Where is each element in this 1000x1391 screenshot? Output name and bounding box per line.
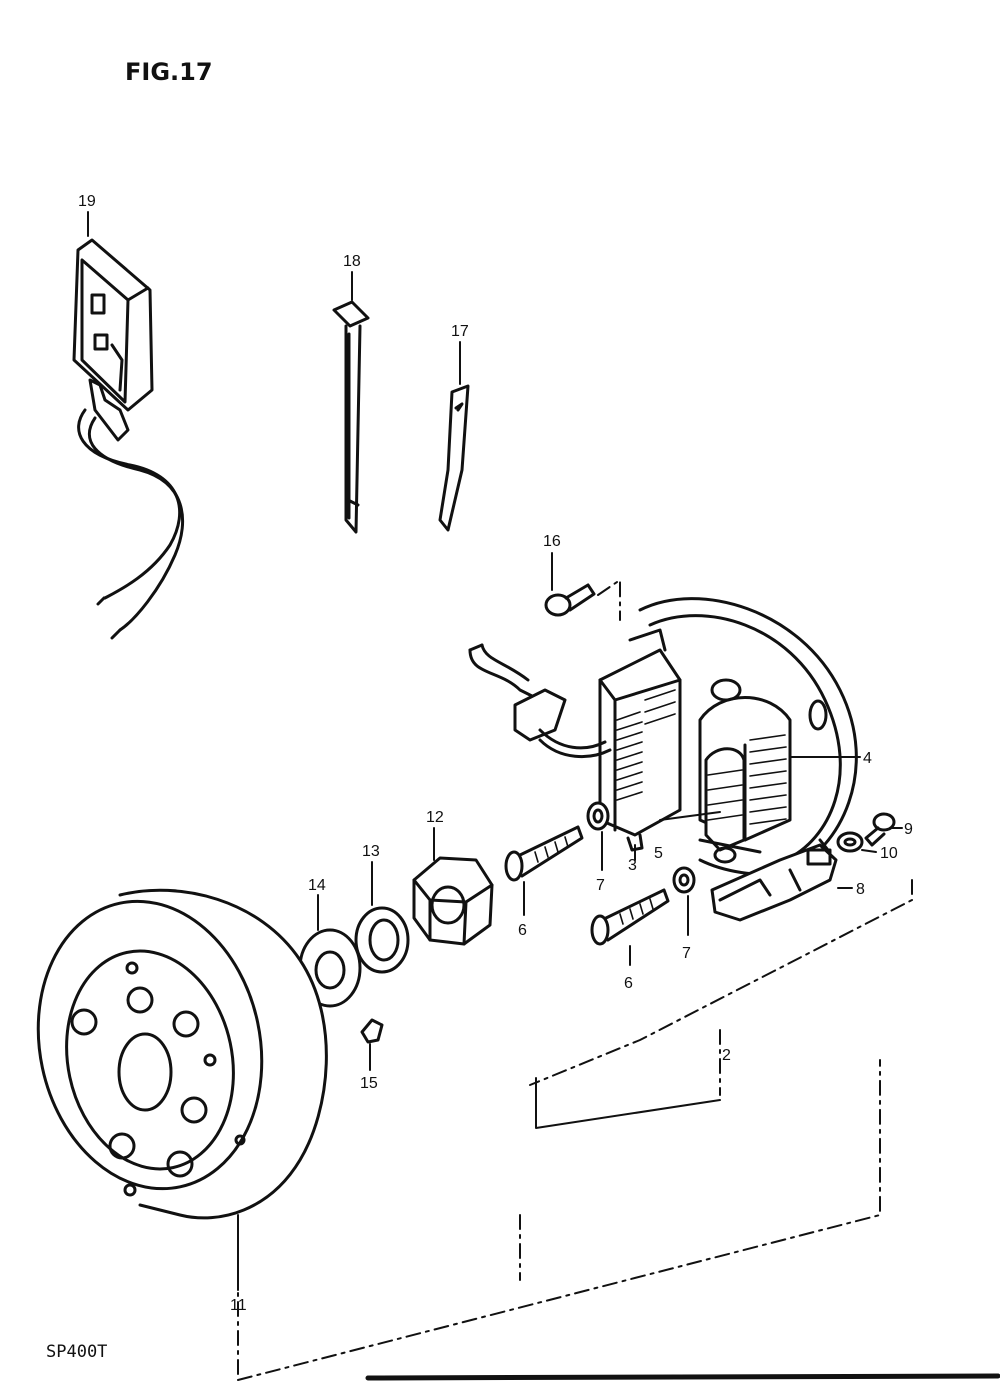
- part-2-bracket-lower: [535, 1077, 721, 1129]
- callout-3: 3: [628, 857, 637, 874]
- part-6-screw-lower: [590, 888, 670, 966]
- callout-10: 10: [880, 845, 898, 862]
- part-11-flywheel-rotor: [36, 888, 328, 1291]
- part-17-clamp: [438, 341, 470, 532]
- callout-13: 13: [362, 843, 380, 860]
- callout-9: 9: [904, 821, 913, 838]
- callout-2: 2: [722, 1047, 731, 1064]
- callout-labels: 2 3 4 5 6 6 7 7 8 9 10 11 12 13 14 15 16…: [78, 193, 913, 1314]
- part-3-charging-coil: [598, 628, 682, 852]
- callout-18: 18: [343, 253, 361, 270]
- part-12-nut: [412, 827, 494, 946]
- bottom-rule: [365, 1373, 1000, 1381]
- callout-7-upper: 7: [596, 877, 605, 894]
- part-7-washer-upper: [586, 801, 610, 871]
- callout-6-upper: 6: [518, 922, 527, 939]
- callout-4: 4: [863, 750, 872, 767]
- callout-6-lower: 6: [624, 975, 633, 992]
- part-19-cdi-unit: [72, 211, 185, 640]
- part-9-screw: [864, 812, 903, 847]
- callout-16: 16: [543, 533, 561, 550]
- part-15-key: [360, 1018, 384, 1071]
- part-5-pulser-coil: [698, 678, 762, 864]
- callout-15: 15: [360, 1075, 378, 1092]
- figure-title: FIG.17: [125, 58, 213, 86]
- part-16-screw: [544, 552, 596, 617]
- part-13-lock-washer: [354, 861, 410, 974]
- figure-code: SP400T: [46, 1342, 108, 1362]
- callout-8: 8: [856, 881, 865, 898]
- callout-17: 17: [451, 323, 469, 340]
- callout-7-lower: 7: [682, 945, 691, 962]
- stator-wire-lead: [468, 643, 612, 759]
- part-10-washer: [836, 831, 877, 853]
- part-18-clamp-band: [332, 271, 370, 534]
- part-7-washer-lower: [672, 866, 696, 936]
- callout-14: 14: [308, 877, 326, 894]
- callout-leader-lines: [634, 756, 861, 861]
- callout-19: 19: [78, 193, 96, 210]
- callout-5: 5: [654, 845, 663, 862]
- part-2-assembly-bracket: [237, 579, 913, 1381]
- callout-12: 12: [426, 809, 444, 826]
- part-6-screw-upper: [504, 825, 584, 916]
- part-8-terminal-block: [710, 843, 853, 922]
- callout-11: 11: [230, 1297, 247, 1314]
